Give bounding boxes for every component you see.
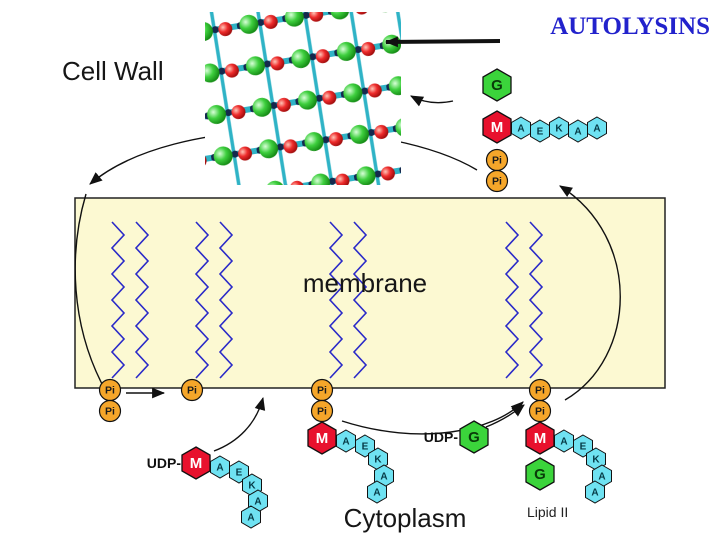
residue-hexagon: A (336, 429, 356, 453)
g-label: G (534, 466, 546, 483)
residue-hexagon: E (573, 434, 593, 458)
residue-hexagon: K (586, 447, 606, 471)
residue-label: K (374, 455, 382, 466)
residue-hexagon: E (229, 460, 249, 484)
m-label: M (190, 455, 203, 472)
pi-label: Pi (535, 385, 545, 397)
pi-label: Pi (492, 176, 502, 188)
residue-hexagon: A (367, 480, 387, 504)
peptidoglycan-lattice (205, 12, 401, 185)
m-hexagon: M (307, 421, 337, 455)
pi-label: Pi (187, 385, 197, 397)
residue-label: A (216, 463, 223, 474)
residue-label: A (574, 127, 581, 138)
pi-circle: Pi (485, 169, 509, 193)
lipid-i-complex: Pi Pi M A E K A A (307, 378, 394, 504)
residue-hexagon: A (587, 116, 607, 140)
pi-label: Pi (105, 406, 115, 418)
m-label: M (316, 430, 329, 447)
residue-label: E (362, 442, 369, 453)
subunit-to-wall-arrow (410, 95, 454, 107)
residue-label: A (593, 124, 600, 135)
residue-hexagon: A (568, 119, 588, 143)
residue-label: A (517, 124, 524, 135)
residue-hexagon: A (241, 505, 261, 529)
residue-label: A (247, 513, 254, 524)
m-hexagon: M (482, 110, 512, 144)
pi-circle: Pi (310, 399, 334, 423)
residue-label: A (373, 488, 380, 499)
pi-label: Pi (535, 406, 545, 418)
pi-label: Pi (492, 155, 502, 167)
residue-hexagon: E (355, 434, 375, 458)
pi-label: Pi (317, 406, 327, 418)
lipid1-to-lipid2-arrow (341, 401, 524, 435)
autolysin-arrow (384, 36, 501, 48)
residue-label: A (254, 497, 261, 508)
residue-label: E (580, 442, 587, 453)
residue-hexagon: E (530, 119, 550, 143)
pi-circle: Pi (485, 148, 509, 172)
residue-hexagon: K (242, 473, 262, 497)
lipid-ii-complex: Pi Pi M G A E K A (525, 378, 612, 504)
pi-circle: Pi (310, 378, 334, 402)
lipid-flip-arc (559, 185, 621, 401)
udpm-loading-arrow (213, 396, 266, 452)
g-hexagon: G (525, 457, 555, 491)
pi-label: Pi (105, 385, 115, 397)
udp-m-precursor: UDP- M A E K A A (147, 446, 268, 529)
pi-circle: Pi (528, 399, 552, 423)
residue-label: E (537, 127, 544, 138)
residue-hexagon: A (585, 480, 605, 504)
m-label: M (534, 430, 547, 447)
udp-label: UDP- (424, 429, 459, 445)
residue-hexagon: K (368, 447, 388, 471)
g-label: G (491, 77, 503, 94)
residue-label: K (555, 124, 563, 135)
residue-label: E (236, 468, 243, 479)
udp-g-precursor: UDP- G (424, 420, 489, 454)
residue-hexagon: A (374, 464, 394, 488)
residue-hexagon: A (210, 455, 230, 479)
residue-hexagon: A (511, 116, 531, 140)
top-arrows (384, 36, 501, 107)
residue-label: K (248, 481, 256, 492)
residue-hexagon: A (554, 429, 574, 453)
pi-label: Pi (317, 385, 327, 397)
pi-circle: Pi (98, 399, 122, 423)
udp-label: UDP- (147, 455, 182, 471)
carrier-group-1: Pi Pi (98, 378, 122, 423)
cytoplasm-label: Cytoplasm (344, 503, 467, 533)
residue-hexagon: A (248, 489, 268, 513)
m-hexagon: M (181, 446, 211, 480)
membrane-slab (74, 197, 666, 389)
m-label: M (491, 119, 504, 136)
carrier-group-2: Pi (180, 378, 204, 402)
udpg-addition-arrow (485, 404, 525, 428)
cytoplasm-arrows (126, 387, 525, 452)
residue-label: A (591, 488, 598, 499)
residue-label: K (592, 455, 600, 466)
cell-wall-label: Cell Wall (62, 56, 164, 86)
g-hexagon: G (459, 420, 489, 454)
lipid-ii-label: Lipid II (527, 504, 568, 520)
residue-label: A (342, 437, 349, 448)
m-hexagon: M (525, 421, 555, 455)
residue-hexagon: K (549, 116, 569, 140)
autolysins-title: AUTOLYSINS (550, 13, 710, 40)
g-label: G (468, 429, 480, 446)
g-hexagon: G (482, 68, 512, 102)
left-recycle-arc (74, 193, 103, 385)
residue-hexagon: A (592, 464, 612, 488)
pi-circle: Pi (528, 378, 552, 402)
residue-label: A (560, 437, 567, 448)
residue-label: A (598, 472, 605, 483)
wall-subunit-chain: G M A E K A A Pi (482, 68, 607, 193)
membrane-label: membrane (303, 268, 427, 298)
pi-circle: Pi (98, 378, 122, 402)
residue-label: A (380, 472, 387, 483)
